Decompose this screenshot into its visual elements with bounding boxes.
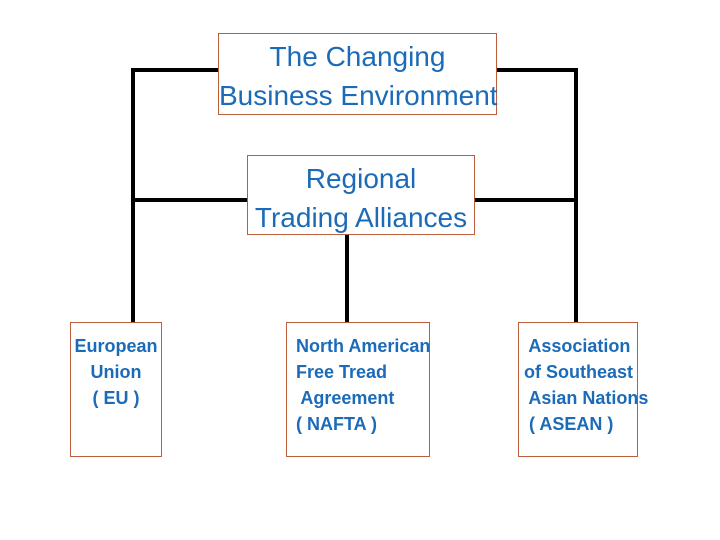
- box-text-line: Free Tread: [296, 362, 388, 382]
- box-european-union: European Union ( EU ): [70, 322, 162, 457]
- box-title-line: Trading Alliances: [254, 202, 468, 233]
- connector-right-vertical: [574, 68, 578, 322]
- box-text-line: ( ASEAN ): [524, 414, 614, 434]
- box-title-line: Regional: [305, 163, 417, 194]
- box-text-line: ( NAFTA ): [296, 414, 377, 434]
- box-text-line: of Southeast: [524, 362, 634, 382]
- box-changing-business-environment: The Changing Business Environment: [218, 33, 498, 115]
- box-text-line: Association: [524, 336, 631, 356]
- connector-center-vertical: [345, 235, 349, 322]
- box-asean: Association of Southeast Asian Nations (…: [518, 322, 649, 457]
- box-text-line: Agreement: [296, 388, 395, 408]
- box-title-line: Business Environment: [219, 80, 498, 111]
- connector-left-vertical: [131, 68, 135, 322]
- box-text-line: Union: [90, 362, 142, 382]
- box-text-line: North American: [296, 336, 431, 356]
- box-text-line: Asian Nations: [524, 388, 649, 408]
- box-title-line: The Changing: [269, 41, 446, 72]
- box-nafta: North American Free Tread Agreement ( NA…: [286, 322, 430, 457]
- box-text-line: European: [74, 336, 158, 356]
- box-text-line: ( EU ): [92, 388, 140, 408]
- box-regional-trading-alliances: Regional Trading Alliances: [247, 155, 475, 235]
